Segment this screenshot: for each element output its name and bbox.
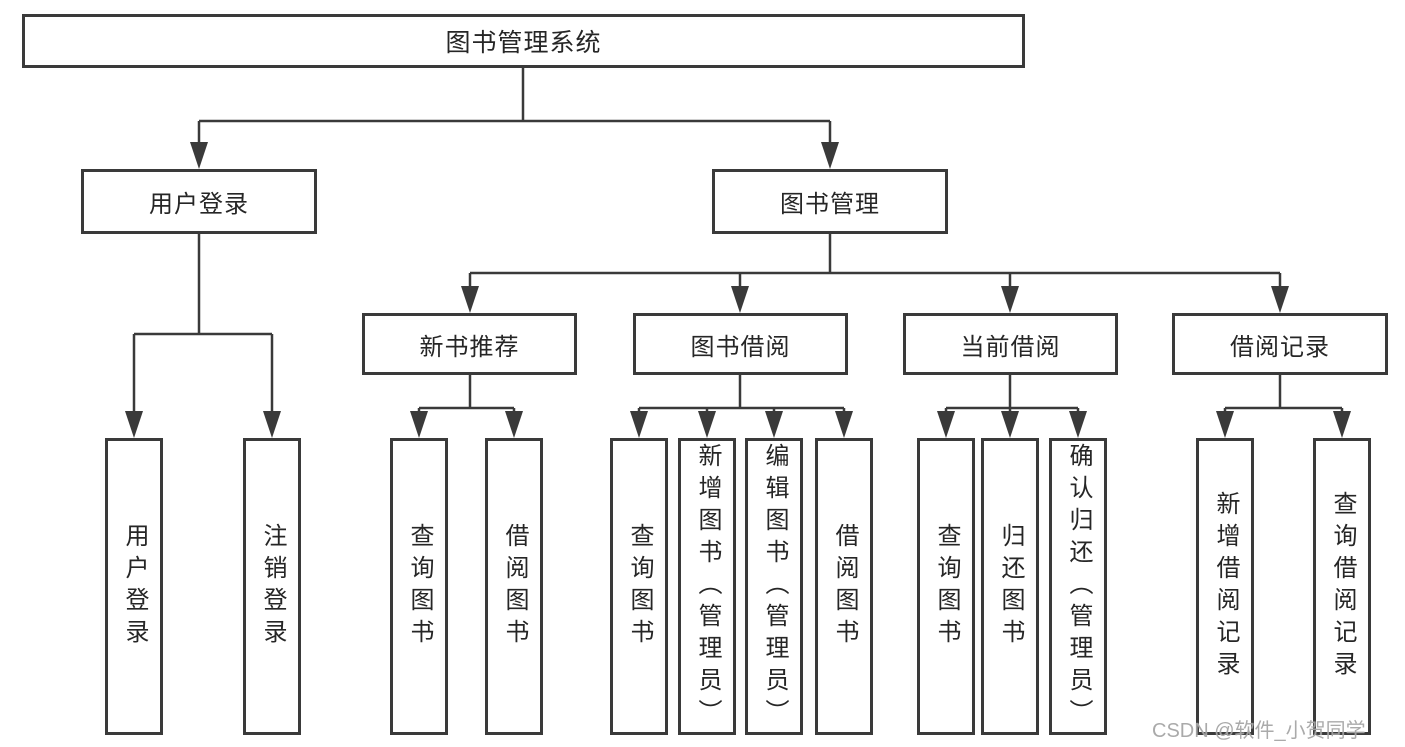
node-label: 新增图书（管理员） bbox=[694, 442, 721, 731]
leaf-borrow-books: 借阅图书 bbox=[485, 438, 543, 735]
node-label: 用户登录 bbox=[149, 191, 249, 218]
node-label: 用户登录 bbox=[121, 522, 148, 651]
leaf-query-books: 查询图书 bbox=[610, 438, 668, 735]
node-label: 借阅图书 bbox=[831, 522, 858, 651]
leaf-add-borrow-record: 新增借阅记录 bbox=[1196, 438, 1254, 735]
leaf-add-books-admin: 新增图书（管理员） bbox=[678, 438, 736, 735]
node-label: 当前借阅 bbox=[960, 333, 1061, 361]
node-label: 确认归还（管理员） bbox=[1065, 442, 1092, 731]
leaf-query-borrow-record: 查询借阅记录 bbox=[1313, 438, 1371, 735]
node-borrowing-records: 借阅记录 bbox=[1172, 313, 1388, 375]
leaf-user-login: 用户登录 bbox=[105, 438, 163, 735]
node-label: 图书管理 bbox=[780, 191, 880, 218]
node-label: 借阅图书 bbox=[501, 522, 528, 651]
node-label: 归还图书 bbox=[997, 522, 1024, 651]
node-book-management: 图书管理 bbox=[712, 169, 948, 234]
leaf-query-books: 查询图书 bbox=[390, 438, 448, 735]
leaf-borrow-books: 借阅图书 bbox=[815, 438, 873, 735]
node-new-book-recommend: 新书推荐 bbox=[362, 313, 577, 375]
csdn-watermark: CSDN @软件_小贺同学 bbox=[1152, 720, 1366, 742]
leaf-return-books: 归还图书 bbox=[981, 438, 1039, 735]
leaf-confirm-return-admin: 确认归还（管理员） bbox=[1049, 438, 1107, 735]
leaf-edit-books-admin: 编辑图书（管理员） bbox=[745, 438, 803, 735]
node-label: 编辑图书（管理员） bbox=[761, 442, 788, 731]
node-book-borrowing: 图书借阅 bbox=[633, 313, 848, 375]
node-root-library-system: 图书管理系统 bbox=[22, 14, 1025, 68]
node-label: 新增借阅记录 bbox=[1212, 490, 1239, 683]
node-label: 注销登录 bbox=[259, 522, 286, 651]
leaf-query-books: 查询图书 bbox=[917, 438, 975, 735]
node-user-login: 用户登录 bbox=[81, 169, 317, 234]
node-label: 图书管理系统 bbox=[445, 29, 602, 57]
node-current-borrowing: 当前借阅 bbox=[903, 313, 1118, 375]
node-label: 查询借阅记录 bbox=[1329, 490, 1356, 683]
leaf-logout: 注销登录 bbox=[243, 438, 301, 735]
node-label: 借阅记录 bbox=[1230, 333, 1330, 361]
node-label: 查询图书 bbox=[933, 522, 960, 651]
node-label: 查询图书 bbox=[626, 522, 653, 651]
node-label: 新书推荐 bbox=[419, 333, 520, 361]
node-label: 图书借阅 bbox=[690, 333, 791, 361]
node-label: 查询图书 bbox=[406, 522, 433, 651]
